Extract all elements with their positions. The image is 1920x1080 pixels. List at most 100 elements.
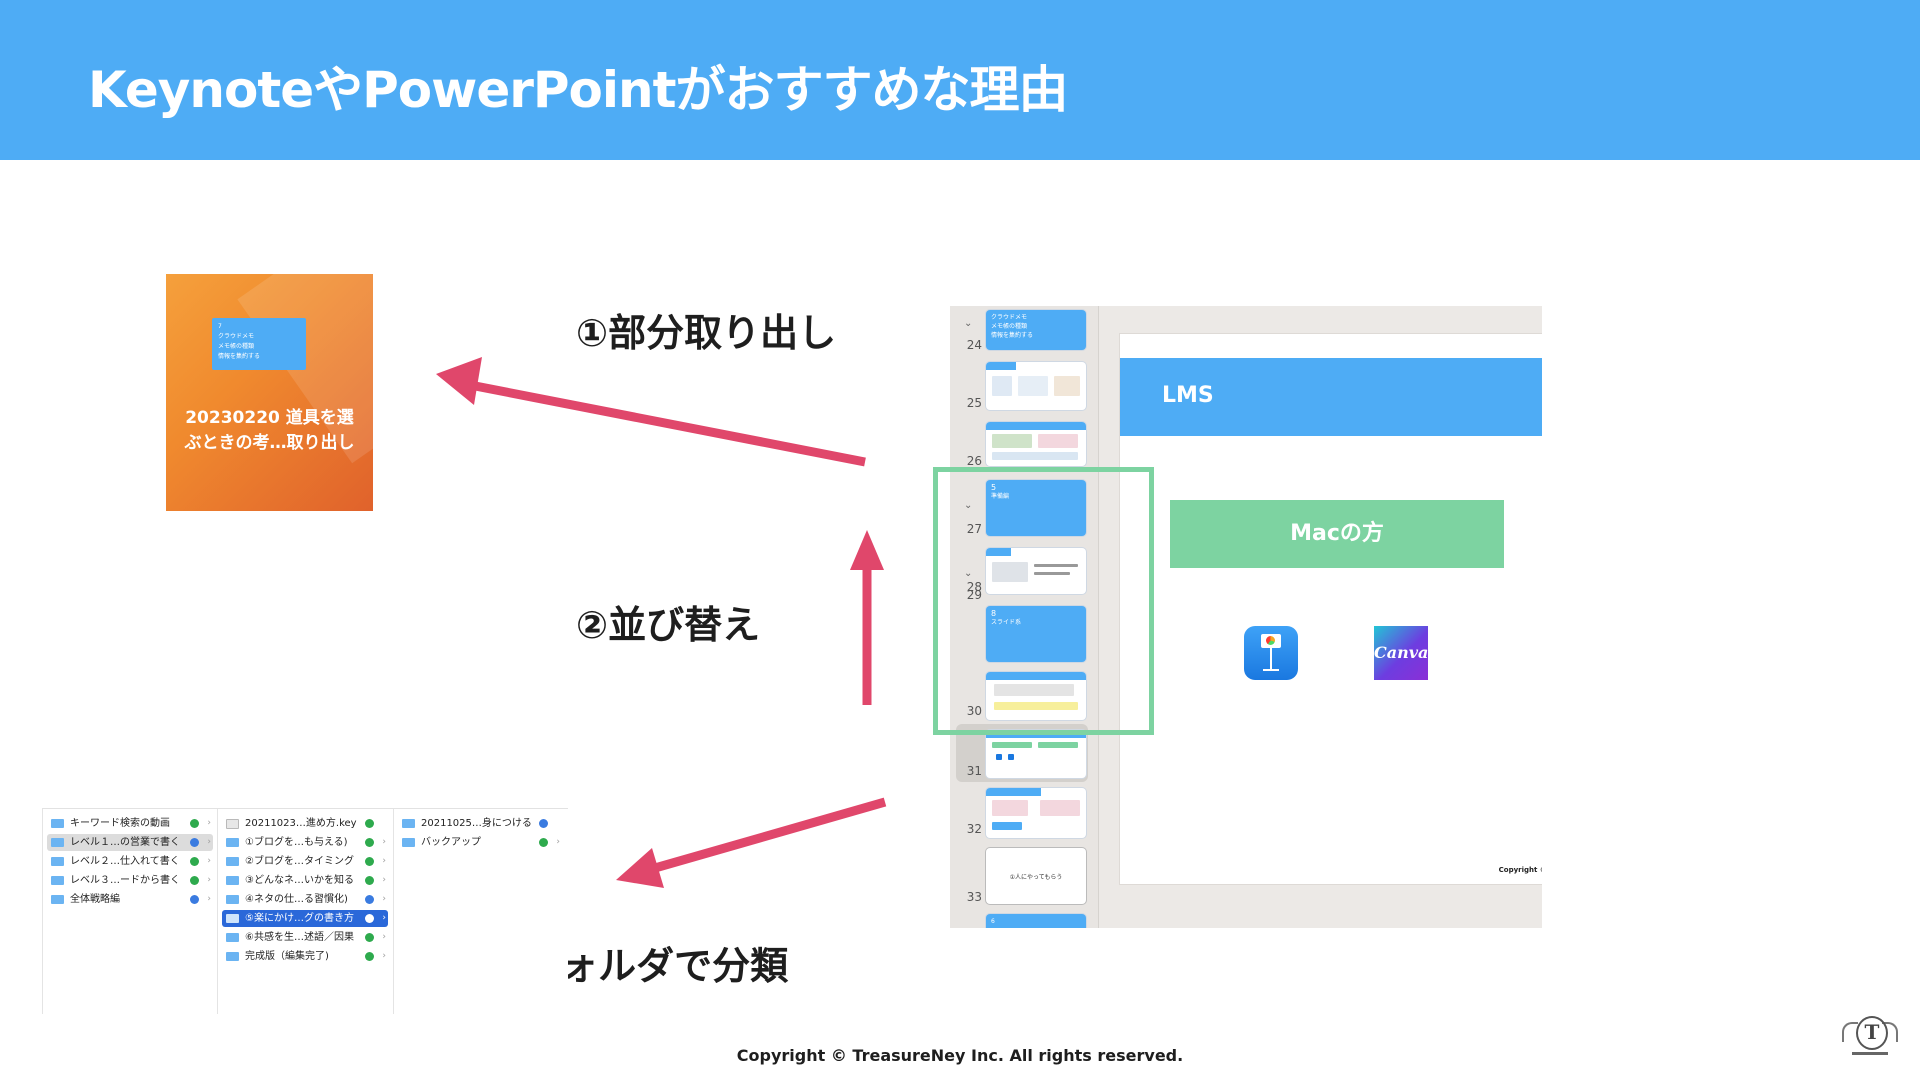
chevron-right-icon: ›	[207, 875, 211, 885]
canva-app-icon: Canva	[1374, 626, 1428, 680]
folder-icon	[226, 876, 239, 885]
finder-column-2: 20211023…進め方.key ①ブログを…も与える)› ②ブログを…タイミン…	[217, 809, 394, 1014]
base-icon	[1263, 669, 1279, 671]
folder-icon	[402, 819, 415, 828]
slide-number: 27	[966, 522, 982, 536]
finder-row-label: 20211023…進め方.key	[245, 818, 357, 829]
slide-thumb-25[interactable]	[986, 362, 1086, 410]
finder-row[interactable]: ①ブログを…も与える)›	[222, 834, 388, 851]
finder-row-label: ④ネタの仕…る習慣化)	[245, 894, 348, 905]
finder-row[interactable]: レベル１…の営業で書く›	[47, 834, 213, 851]
finder-row[interactable]: 20211025…身につける	[398, 815, 562, 832]
finder-row-label: 20211025…身につける	[421, 818, 532, 829]
chevron-right-icon: ›	[382, 932, 386, 942]
mini-slide-text: メモ帳の種類	[218, 343, 255, 350]
finder-row[interactable]: ②ブログを…タイミング›	[222, 853, 388, 870]
mini-slide-number: 7	[218, 323, 222, 330]
thumb-block	[992, 562, 1028, 582]
thumb-line: 6	[991, 918, 995, 925]
keynote-window: ⌄ 24 クラウドメモ メモ帳の種類 情報を集約する 25 26 ⌄ 27	[950, 306, 1542, 928]
finder-row-selected[interactable]: ⑤楽にかけ…グの書き方›	[222, 910, 388, 927]
thumb-block	[994, 702, 1078, 710]
thumb-text: 5 準備編	[986, 480, 1086, 504]
arrow-extract-line	[469, 380, 866, 467]
chevron-right-icon: ›	[382, 894, 386, 904]
synced-icon	[190, 819, 199, 828]
slide-thumb-29[interactable]: 8 スライド系	[986, 606, 1086, 662]
slide-thumb-28[interactable]	[986, 548, 1086, 594]
slide-number: 33	[966, 890, 982, 904]
chevron-down-icon[interactable]: ⌄	[964, 318, 973, 329]
finder-row[interactable]: バックアップ›	[398, 834, 562, 851]
finder-row-label: 全体戦略編	[70, 894, 120, 905]
chevron-down-icon[interactable]: ⌄	[964, 568, 973, 579]
thumb-line: クラウドメモ	[991, 314, 1028, 321]
chevron-right-icon: ›	[207, 837, 211, 847]
logo-wing	[1842, 1022, 1858, 1042]
thumb-line: 準備編	[991, 493, 1010, 500]
finder-row[interactable]: ⑥共感を生…述語／因果›	[222, 929, 388, 946]
thumb-block	[992, 452, 1078, 460]
treasureney-logo-icon: T	[1842, 1008, 1898, 1058]
thumb-text: クラウドメモ メモ帳の種類 情報を集約する	[986, 310, 1086, 343]
thumb-line: ①人にやってもらう	[1009, 874, 1063, 881]
mini-slide-text: クラウドメモ	[218, 333, 255, 340]
slide-number: 25	[966, 396, 982, 410]
thumb-block	[1054, 376, 1080, 396]
finder-row[interactable]: ④ネタの仕…る習慣化) ›	[222, 891, 388, 908]
slide-number: 29	[966, 588, 982, 602]
slide-thumb-30[interactable]	[986, 672, 1086, 720]
folder-icon	[51, 895, 64, 904]
slide-thumb-24[interactable]: クラウドメモ メモ帳の種類 情報を集約する	[986, 310, 1086, 350]
slide-thumb-31[interactable]	[986, 730, 1086, 778]
finder-row-label: ③どんなネ…いかを知る	[245, 875, 354, 886]
finder-column-1: キーワード検索の動画› レベル１…の営業で書く› レベル２…仕入れて書く› レベ…	[42, 809, 218, 1014]
thumb-bar	[986, 788, 1041, 796]
syncing-icon	[365, 895, 374, 904]
folder-icon	[51, 857, 64, 866]
folder-icon	[226, 933, 239, 942]
finder-row[interactable]: キーワード検索の動画›	[47, 815, 213, 832]
slide-thumb-33[interactable]: ①人にやってもらう	[986, 848, 1086, 904]
thumb-bar	[986, 422, 1086, 430]
folder-icon	[51, 838, 64, 847]
folder-icon	[402, 838, 415, 847]
finder-row[interactable]: ③どんなネ…いかを知る›	[222, 872, 388, 889]
synced-icon	[190, 876, 199, 885]
synced-icon	[365, 933, 374, 942]
chevron-right-icon: ›	[207, 818, 211, 828]
synced-icon	[365, 819, 374, 828]
thumb-block	[992, 742, 1032, 748]
chevron-right-icon: ›	[556, 837, 560, 847]
syncing-icon	[539, 819, 548, 828]
slide-number: 26	[966, 454, 982, 468]
finder-row[interactable]: 完成版（編集完了)›	[222, 948, 388, 965]
slide-number: 24	[966, 338, 982, 352]
slide-number: 30	[966, 704, 982, 718]
thumb-block	[1034, 564, 1078, 567]
slide-thumb-26[interactable]	[986, 422, 1086, 466]
slide-canvas[interactable]: LMS Macの方 Canva Copyright © T	[1120, 334, 1542, 884]
reorder-highlight-frame	[933, 467, 1154, 735]
thumb-bar	[986, 362, 1016, 370]
finder-row[interactable]: レベル２…仕入れて書く›	[47, 853, 213, 870]
finder-row[interactable]: 全体戦略編›	[47, 891, 213, 908]
finder-row-label: レベル３…ードから書く	[70, 875, 180, 886]
thumb-block	[1018, 376, 1048, 396]
pie-icon	[1266, 636, 1275, 645]
slide-thumb-next[interactable]: 6	[986, 914, 1086, 928]
thumb-line: スライド系	[991, 619, 1022, 626]
finder-row[interactable]: 20211023…進め方.key	[222, 815, 388, 832]
synced-icon	[190, 857, 199, 866]
thumb-block	[1040, 800, 1080, 816]
thumb-block	[992, 434, 1032, 448]
chevron-right-icon: ›	[382, 951, 386, 961]
slide-thumb-32[interactable]	[986, 788, 1086, 838]
finder-row[interactable]: レベル３…ードから書く ›	[47, 872, 213, 889]
finder-row-label: ②ブログを…タイミング	[245, 856, 354, 867]
chevron-down-icon[interactable]: ⌄	[964, 500, 973, 511]
mini-slide-text: 情報を集約する	[218, 353, 261, 360]
label-reorder: ②並び替え	[576, 603, 761, 647]
slide-thumb-27[interactable]: 5 準備編	[986, 480, 1086, 536]
